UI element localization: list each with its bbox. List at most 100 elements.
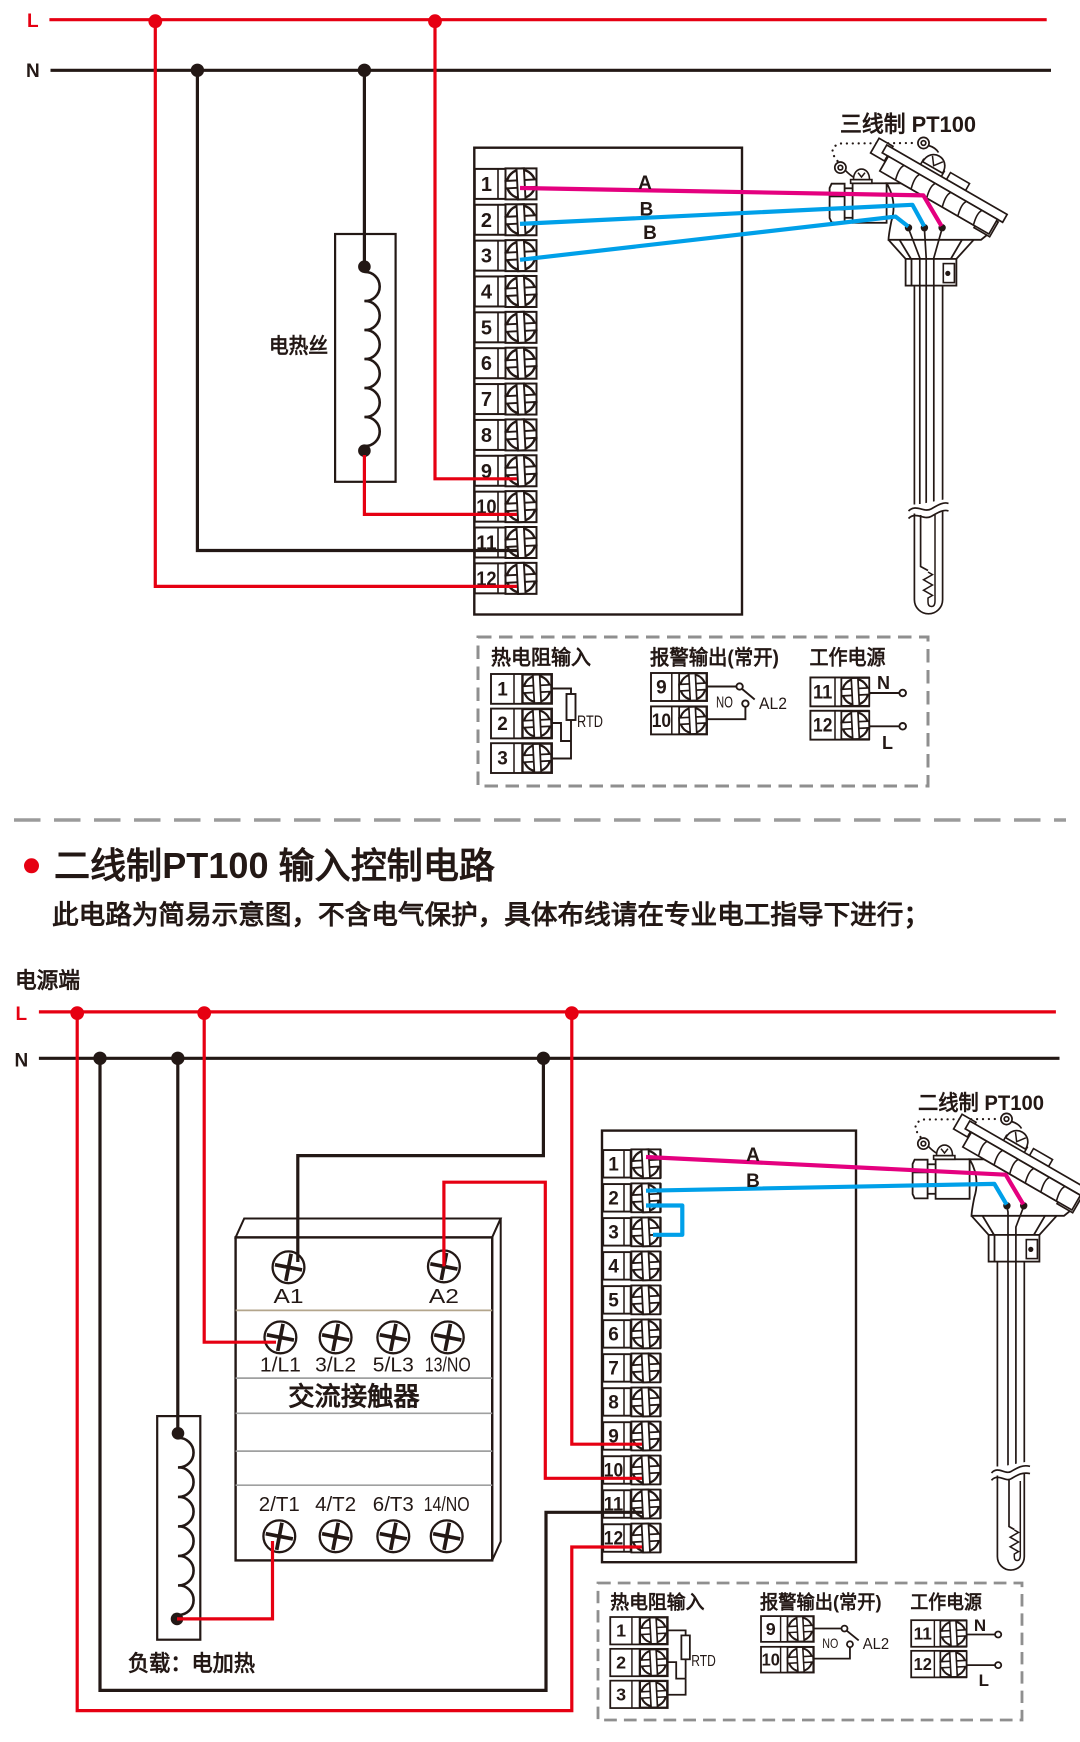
terminal-number: 12 — [604, 1529, 623, 1550]
wire-heater-to-t10 — [362, 455, 517, 516]
terminal-row: 1 — [490, 672, 554, 705]
contactor-screw — [317, 1319, 354, 1356]
terminal-screw — [629, 1385, 663, 1419]
terminal-number: 5 — [608, 1290, 619, 1311]
terminal-number: 9 — [656, 678, 667, 699]
terminal-screw — [503, 489, 539, 525]
bus-l-label-top: L — [27, 11, 39, 32]
heater-element: 电热丝 — [269, 70, 397, 483]
wire-b1-top — [519, 202, 927, 228]
contactor-13no: 13/NO — [425, 1355, 471, 1377]
terminal-row: 12 — [602, 1521, 663, 1555]
terminal-screw — [629, 1521, 663, 1555]
sensor-label-bottom: 二线制 PT100 — [918, 1091, 1044, 1115]
terminal-number: 1 — [481, 174, 492, 196]
terminal-row: 11 — [809, 676, 872, 708]
terminal-row: 5 — [602, 1283, 663, 1317]
terminal-row: 9 — [650, 671, 709, 703]
terminal-screw — [629, 1283, 663, 1317]
terminal-screw — [503, 238, 539, 274]
terminal-row: 5 — [473, 309, 539, 345]
heater-label: 电热丝 — [269, 334, 328, 358]
contactor-5l3: 5/L3 — [373, 1355, 414, 1377]
terminal-number: 2 — [497, 714, 508, 735]
pt100-sensor-head-bottom — [911, 1100, 1080, 1263]
terminal-row: 10 — [650, 705, 709, 736]
bus-n-label-bottom: N — [15, 1051, 29, 1072]
wire-l-to-1l1 — [202, 1011, 276, 1344]
terminal-number: 7 — [481, 389, 492, 411]
terminal-number: 1 — [608, 1154, 619, 1175]
contactor-14no: 14/NO — [424, 1494, 470, 1516]
terminal-screw — [503, 166, 539, 202]
load-label: 负载：电加热 — [128, 1651, 255, 1676]
wire-l-to-t12-b — [75, 1011, 642, 1713]
terminal-number: 8 — [481, 425, 492, 447]
terminal-screw — [677, 671, 709, 703]
contactor: A1 A2 1/L1 3/L2 5/L3 13/NO 交流接触器 2/T1 4/… — [234, 1217, 503, 1562]
terminal-screw — [629, 1249, 663, 1283]
heading-bullet — [24, 858, 39, 874]
load-coil — [177, 1436, 195, 1617]
terminal-screw — [503, 417, 539, 453]
terminal-screw — [503, 560, 539, 596]
terminal-screw — [629, 1419, 663, 1453]
wire-load-to-2t1 — [177, 1541, 275, 1621]
terminal-row: 1 — [473, 166, 539, 202]
terminal-number: 12 — [813, 716, 832, 737]
contactor-screw — [375, 1319, 412, 1356]
terminal-number: 9 — [481, 461, 492, 483]
terminal-row: 4 — [602, 1249, 663, 1283]
terminal-screw — [629, 1181, 663, 1215]
legend-rtd-wiring — [552, 687, 577, 760]
terminal-row: 6 — [473, 345, 539, 381]
terminal-screw — [503, 453, 539, 489]
terminal-screw — [629, 1147, 663, 1181]
pt100-probe-bottom — [990, 1206, 1031, 1571]
terminal-row: 3 — [473, 238, 539, 274]
legend-rtd-title: 热电阻输入 — [491, 646, 591, 670]
terminal-screw — [503, 345, 539, 381]
wire-a-label-top: A — [638, 173, 652, 194]
controller-box-bottom — [600, 1129, 858, 1564]
terminal-row: 2 — [473, 202, 539, 238]
wire-b1-label-top: B — [640, 200, 654, 221]
legend-power-title: 工作电源 — [810, 646, 886, 670]
terminal-screw — [520, 707, 554, 740]
terminal-row: 2 — [602, 1181, 663, 1215]
heading-subtitle: 此电路为简易示意图，不含电气保护，具体布线请在专业电工指导下进行； — [52, 900, 930, 930]
wire-b-label-bottom: B — [746, 1171, 760, 1192]
terminal-number: 3 — [497, 749, 508, 770]
contactor-1l1: 1/L1 — [260, 1355, 301, 1377]
terminal-screw — [503, 202, 539, 238]
terminal-row: 3 — [602, 1215, 663, 1249]
contactor-screw — [317, 1518, 354, 1555]
terminal-row: 9 — [602, 1419, 663, 1453]
terminal-screw — [503, 381, 539, 417]
terminal-number: 2 — [608, 1188, 619, 1209]
legend-rtd-label: RTD — [577, 712, 603, 731]
contactor-a2: A2 — [429, 1286, 459, 1308]
terminal-screw — [629, 1351, 663, 1385]
terminal-row: 1 — [602, 1147, 663, 1181]
legend-power-l: L — [882, 733, 893, 753]
terminal-row: 11 — [602, 1487, 663, 1521]
terminal-screw — [629, 1453, 663, 1487]
wire-a-bottom — [645, 1154, 1026, 1206]
terminal-row: 4 — [473, 273, 539, 309]
terminal-number: 9 — [608, 1426, 619, 1447]
wire-a-label-bottom: A — [746, 1145, 760, 1166]
contactor-a1: A1 — [274, 1286, 304, 1308]
wire-a2-to-t10 — [442, 1180, 642, 1480]
terminal-number: 6 — [608, 1324, 619, 1345]
wire-l-to-t9 — [433, 19, 517, 481]
terminal-screw — [629, 1317, 663, 1351]
terminal-row: 6 — [602, 1317, 663, 1351]
legend-power-n: N — [877, 673, 890, 693]
legend-alarm-title: 报警输出(常开) — [650, 646, 779, 670]
terminal-screw — [503, 273, 539, 309]
contactor-name: 交流接触器 — [288, 1382, 420, 1412]
